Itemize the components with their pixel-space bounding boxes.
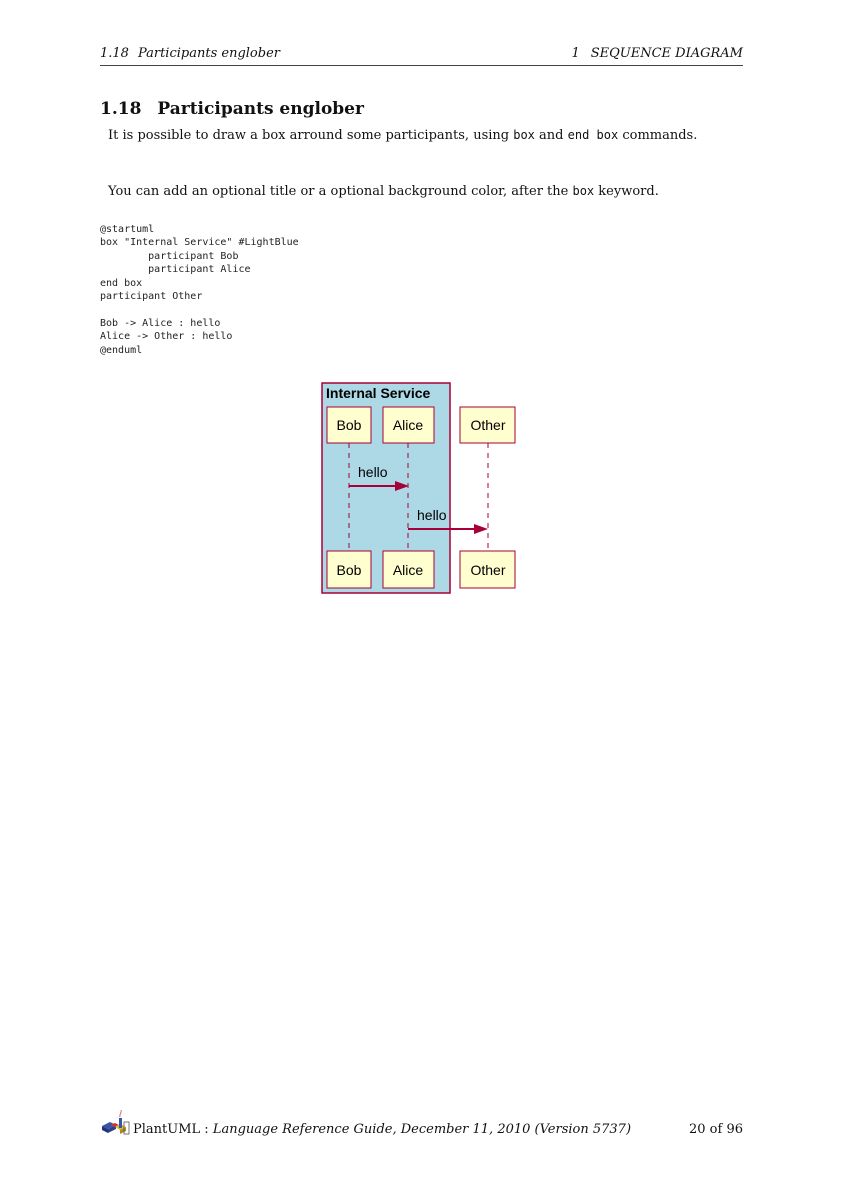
group-box-title: Internal Service — [326, 385, 430, 401]
footer-guide-info: PlantUML : Language Reference Guide, Dec… — [133, 1122, 631, 1137]
page-number: 20 of 96 — [689, 1122, 743, 1137]
plantuml-logo-icon — [100, 1109, 130, 1136]
header-section-name: Participants englober — [137, 46, 280, 61]
section-number: 1.18 — [100, 99, 142, 119]
participant-other-bottom: Other — [459, 550, 516, 589]
footer-product: PlantUML — [133, 1122, 201, 1137]
participant-label: Alice — [393, 562, 424, 578]
header-section-number: 1.18 — [100, 46, 129, 61]
participant-other-top: Other — [459, 406, 516, 444]
footer-separator: : — [200, 1122, 213, 1137]
running-header-section: 1.18 Participants englober — [100, 46, 280, 61]
section-heading: Participants englober — [157, 99, 364, 119]
message-alice-to-other: hello — [408, 507, 488, 534]
header-divider — [100, 65, 743, 66]
participant-bob-bottom: Bob — [326, 550, 372, 589]
participant-label: Other — [470, 417, 505, 433]
arrowhead-icon — [474, 524, 488, 534]
inline-code-box: box — [572, 184, 595, 198]
text: commands. — [618, 128, 698, 143]
code-listing: @startuml box "Internal Service" #LightB… — [100, 224, 299, 356]
header-chapter-number: 1 — [571, 46, 580, 61]
text: keyword. — [594, 184, 659, 199]
participant-label: Bob — [337, 562, 362, 578]
text: It is possible to draw a box arround som… — [108, 128, 514, 143]
participant-label: Bob — [337, 417, 362, 433]
header-chapter-name: SEQUENCE DIAGRAM — [590, 46, 743, 61]
section-title: 1.18 Participants englober — [100, 99, 364, 119]
participant-label: Other — [470, 562, 505, 578]
running-header-chapter: 1 SEQUENCE DIAGRAM — [571, 46, 743, 61]
inline-code-box: box — [513, 128, 535, 142]
inline-code-end-box: end box — [567, 128, 619, 142]
message-label: hello — [417, 507, 447, 523]
paragraph-box-options: You can add an optional title or a optio… — [108, 184, 659, 199]
sequence-diagram: Internal Service Bob Alice Other hello h… — [321, 382, 521, 596]
participant-bob-top: Bob — [326, 406, 372, 444]
text: and — [534, 128, 568, 143]
text: You can add an optional title or a optio… — [108, 184, 573, 199]
message-bob-to-alice: hello — [349, 464, 409, 491]
paragraph-box-intro: It is possible to draw a box arround som… — [108, 128, 697, 143]
participant-alice-bottom: Alice — [382, 550, 435, 589]
participant-alice-top: Alice — [382, 406, 435, 444]
message-label: hello — [358, 464, 388, 480]
footer-guide-title: Language Reference Guide, December 11, 2… — [212, 1122, 632, 1137]
participant-label: Alice — [393, 417, 424, 433]
arrowhead-icon — [395, 481, 409, 491]
